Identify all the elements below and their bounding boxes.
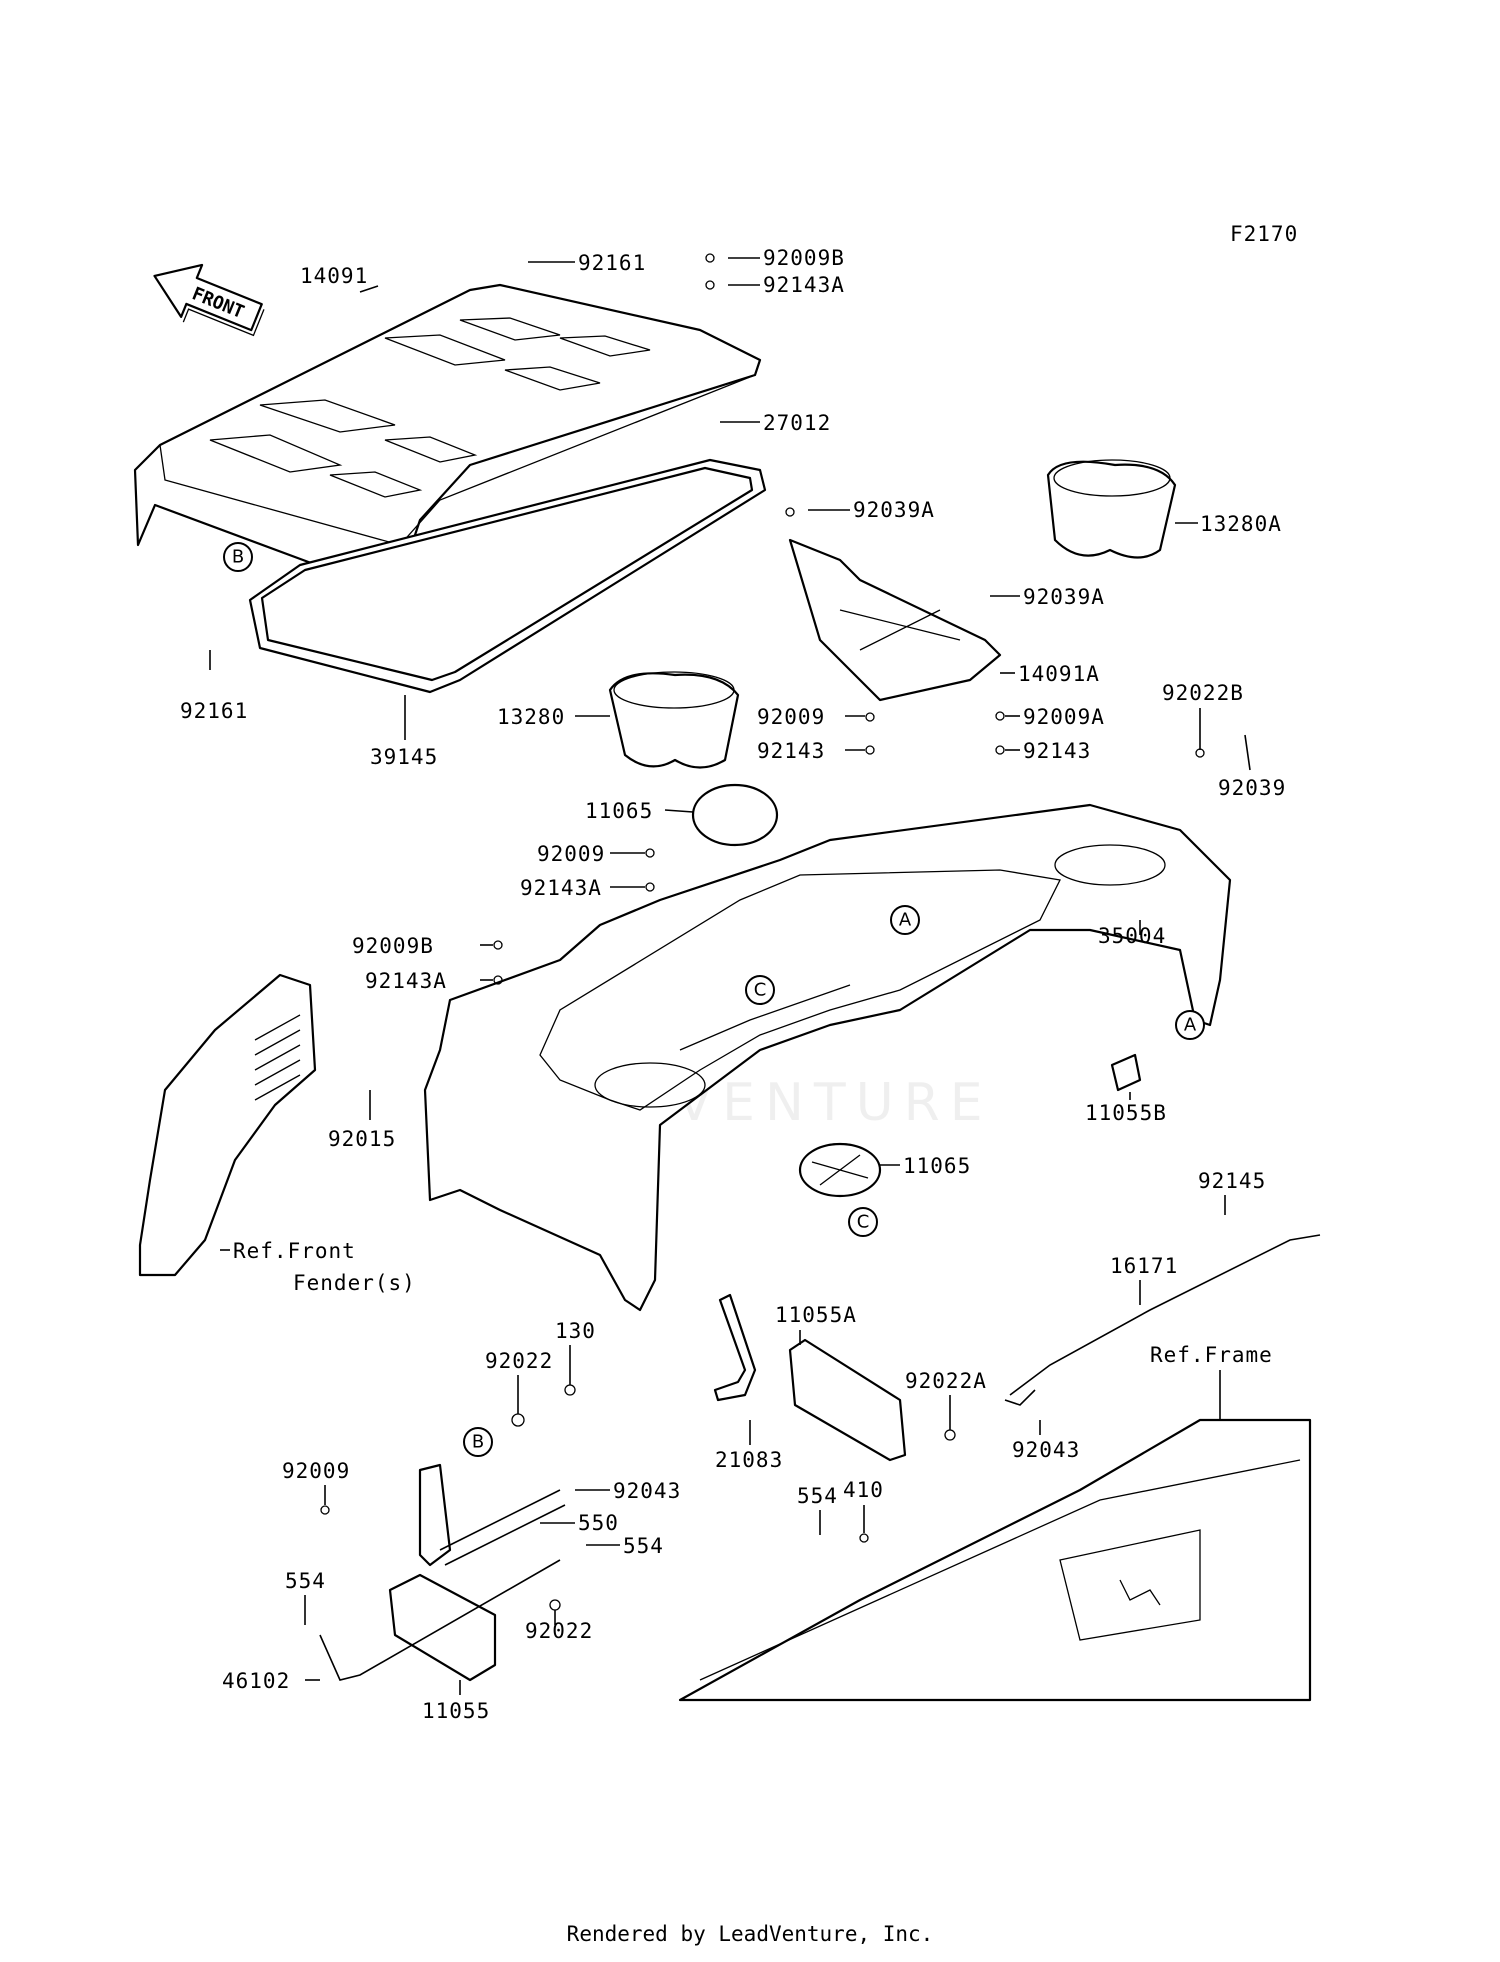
- label-92022b: 92022B: [1162, 681, 1244, 705]
- label-92143-right: 92143: [1023, 739, 1091, 763]
- part-labels: 14091 92161 92009B 92143A 27012 92039A 1…: [180, 246, 1286, 1723]
- callout-b-upper-label: B: [232, 547, 244, 568]
- footer-credit: Rendered by LeadVenture, Inc.: [566, 1922, 934, 1946]
- label-92143-mid: 92143: [757, 739, 825, 763]
- label-13280a: 13280A: [1200, 512, 1282, 536]
- callout-a-lower-label: A: [1184, 1015, 1197, 1036]
- rear-body-part-35004: [423, 803, 1232, 1312]
- label-13280: 13280: [497, 705, 565, 729]
- label-39145: 39145: [370, 745, 438, 769]
- front-fender-ref: [138, 973, 317, 1277]
- label-92009-mid: 92009: [757, 705, 825, 729]
- label-ref-frame: Ref.Frame: [1150, 1343, 1273, 1367]
- label-14091: 14091: [300, 264, 368, 288]
- callout-b-lower-label: B: [472, 1432, 484, 1453]
- frame-ref: [678, 1418, 1312, 1702]
- label-92015: 92015: [328, 1127, 396, 1151]
- emblem-part-11065-upper: [691, 783, 779, 847]
- label-11055: 11055: [422, 1699, 490, 1723]
- label-16171: 16171: [1110, 1254, 1178, 1278]
- callout-a-upper: A: [890, 905, 920, 935]
- label-27012: 27012: [763, 411, 831, 435]
- cover-part-14091a: [788, 538, 1002, 702]
- label-11055a: 11055A: [775, 1303, 857, 1327]
- callout-b-lower: B: [463, 1427, 493, 1457]
- label-92039a-top: 92039A: [853, 498, 935, 522]
- label-46102: 46102: [222, 1669, 290, 1693]
- label-550: 550: [578, 1511, 619, 1535]
- label-92009a: 92009A: [1023, 705, 1105, 729]
- bracket-part-11055: [388, 1463, 497, 1682]
- label-92143a-lower: 92143A: [365, 969, 447, 993]
- bracket-part-11055b: [1110, 1053, 1142, 1092]
- label-11055b: 11055B: [1085, 1101, 1167, 1125]
- front-arrow-icon: FRONT: [153, 263, 265, 337]
- label-92143a-top: 92143A: [763, 273, 845, 297]
- label-410: 410: [843, 1478, 884, 1502]
- label-92009-lower: 92009: [282, 1459, 350, 1483]
- leader-lines: [209, 257, 1251, 1695]
- label-92022-lower: 92022: [525, 1619, 593, 1643]
- bracket-part-11055a: [788, 1338, 907, 1462]
- label-92039a-mid: 92039A: [1023, 585, 1105, 609]
- label-11065-lower: 11065: [903, 1154, 971, 1178]
- label-92009b-left: 92009B: [352, 934, 434, 958]
- cable-part-16171: [1004, 1234, 1321, 1406]
- callout-c-upper-label: C: [754, 980, 767, 1001]
- label-11065-upper: 11065: [585, 799, 653, 823]
- cupholder-part-13280a: [1046, 459, 1177, 559]
- label-92009-left: 92009: [537, 842, 605, 866]
- label-ref-front-fender: Fender(s): [293, 1271, 416, 1295]
- label-92039: 92039: [1218, 776, 1286, 800]
- hook-part-21083: [713, 1293, 757, 1402]
- cupholder-part-13280: [608, 671, 740, 769]
- label-ref-front: Ref.Front: [233, 1239, 356, 1263]
- seal-part-39145: [248, 458, 767, 694]
- label-554-right: 554: [623, 1534, 664, 1558]
- callout-a-upper-label: A: [899, 910, 912, 931]
- emblem-part-11065-lower: [798, 1142, 882, 1198]
- label-92143a-left: 92143A: [520, 876, 602, 900]
- callout-c-lower-label: C: [857, 1212, 870, 1233]
- rod-part-46102: [319, 1489, 566, 1681]
- label-92009b-top: 92009B: [763, 246, 845, 270]
- label-92022-upper: 92022: [485, 1349, 553, 1373]
- figure-code: F2170: [1230, 222, 1298, 246]
- callout-a-lower: A: [1175, 1010, 1205, 1040]
- label-92022a: 92022A: [905, 1369, 987, 1393]
- callout-c-lower: C: [848, 1207, 878, 1237]
- callout-b-upper: B: [223, 542, 253, 572]
- label-130: 130: [555, 1319, 596, 1343]
- callout-c-upper: C: [745, 975, 775, 1005]
- label-554-left: 554: [285, 1569, 326, 1593]
- label-92043-left: 92043: [613, 1479, 681, 1503]
- label-35004: 35004: [1098, 924, 1166, 948]
- label-21083: 21083: [715, 1448, 783, 1472]
- label-554-mid: 554: [797, 1484, 838, 1508]
- label-92161-top: 92161: [578, 251, 646, 275]
- label-92161-left: 92161: [180, 699, 248, 723]
- label-92043-right: 92043: [1012, 1438, 1080, 1462]
- label-92145: 92145: [1198, 1169, 1266, 1193]
- label-14091a: 14091A: [1018, 662, 1100, 686]
